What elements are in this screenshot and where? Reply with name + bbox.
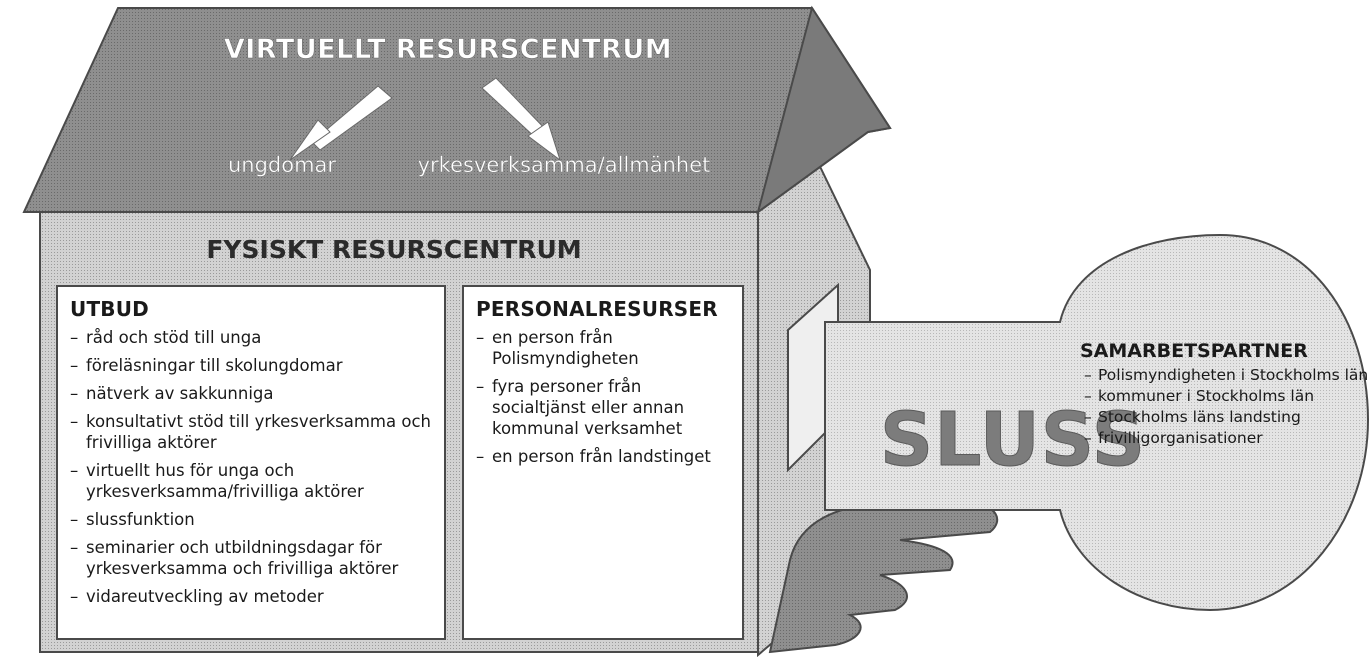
- personal-item: en person från landstinget: [476, 446, 730, 467]
- partner-item: kommuner i Stockholms län: [1084, 387, 1370, 406]
- roof-title: VIRTUELLT RESURSCENTRUM: [224, 34, 672, 65]
- personal-item: fyra personer från socialtjänst eller an…: [476, 376, 730, 439]
- utbud-item: seminarier och utbildningsdagar för yrke…: [70, 537, 432, 579]
- arrow-to-ungdomar: [289, 85, 393, 161]
- partner-item: Stockholms läns landsting: [1084, 408, 1370, 427]
- roof-label-ungdomar: ungdomar: [228, 153, 336, 177]
- utbud-box: UTBUD råd och stöd till unga föreläsning…: [56, 285, 446, 640]
- utbud-item: nätverk av sakkunniga: [70, 383, 432, 404]
- roof-label-yrkesverksamma: yrkesverksamma/allmänhet: [418, 153, 711, 177]
- partner-heading: SAMARBETSPARTNER: [1080, 340, 1308, 362]
- house-title: FYSISKT RESURSCENTRUM: [206, 235, 581, 264]
- utbud-list: råd och stöd till unga föreläsningar til…: [70, 327, 432, 607]
- partner-item: Polismyndigheten i Stockholms län: [1084, 366, 1370, 385]
- utbud-heading: UTBUD: [70, 297, 149, 321]
- utbud-item: råd och stöd till unga: [70, 327, 432, 348]
- utbud-item: virtuellt hus för unga och yrkesverksamm…: [70, 460, 432, 502]
- personal-heading: PERSONALRESURSER: [476, 297, 718, 321]
- utbud-item: slussfunktion: [70, 509, 432, 530]
- partner-list: Polismyndigheten i Stockholms län kommun…: [1080, 366, 1370, 448]
- utbud-item: föreläsningar till skolungdomar: [70, 355, 432, 376]
- arrow-to-yrkesverksamma: [481, 77, 561, 162]
- roof-side: [756, 5, 892, 215]
- personal-list: en person från Polismyndigheten fyra per…: [476, 327, 730, 467]
- partner-section: SAMARBETSPARTNER Polismyndigheten i Stoc…: [1080, 340, 1370, 450]
- utbud-item: vidareutveckling av metoder: [70, 586, 432, 607]
- utbud-item: konsultativt stöd till yrkesverksamma oc…: [70, 411, 432, 453]
- partner-item: frivilligorganisationer: [1084, 429, 1370, 448]
- personal-box: PERSONALRESURSER en person från Polismyn…: [462, 285, 744, 640]
- personal-item: en person från Polismyndigheten: [476, 327, 730, 369]
